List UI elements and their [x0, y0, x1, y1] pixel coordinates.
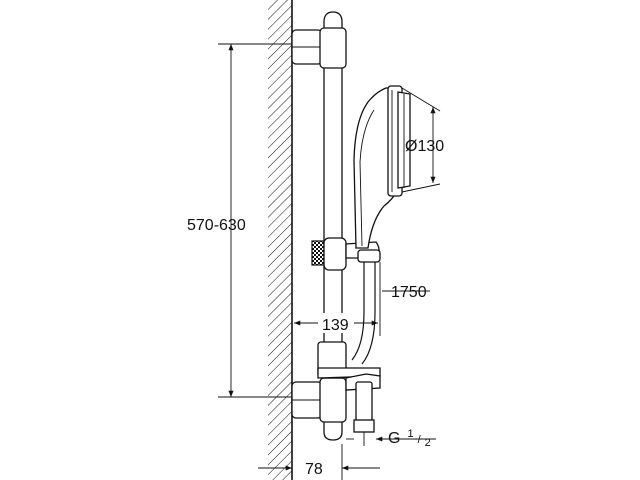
bottom-wall-bracket [291, 381, 323, 419]
wall-hatching [268, 0, 292, 480]
connection-nut [353, 381, 375, 446]
head-projection-label: 139 [322, 317, 349, 334]
shelf [317, 341, 381, 391]
top-wall-bracket [291, 29, 323, 65]
dimension-hose-length: 1750 [382, 284, 430, 301]
head-diameter-label: Ø130 [405, 138, 444, 155]
connection-sup-text: 1 [407, 428, 413, 440]
connection-main-text: G [388, 430, 400, 447]
wall [268, 0, 293, 480]
slider-holder [311, 237, 381, 271]
shower-hose [351, 258, 376, 365]
rail-spacing-label: 570-630 [187, 217, 246, 234]
connection-thread-label: G 1 / 2 [388, 424, 431, 449]
slider-knob [311, 240, 325, 266]
hose-length-label: 1750 [391, 284, 427, 301]
connection-slash-text: / [418, 434, 422, 446]
wall-projection-label: 78 [305, 461, 323, 478]
dimension-head-projection: 139 [294, 262, 381, 336]
hand-shower [353, 85, 411, 249]
dimension-connection-thread: G 1 / 2 [346, 424, 436, 449]
dimension-head-diameter: Ø130 [401, 87, 444, 193]
dimension-wall-projection: 78 [258, 444, 380, 480]
connection-sub-text: 2 [425, 437, 431, 449]
dimension-rail-spacing: 570-630 [187, 43, 292, 398]
